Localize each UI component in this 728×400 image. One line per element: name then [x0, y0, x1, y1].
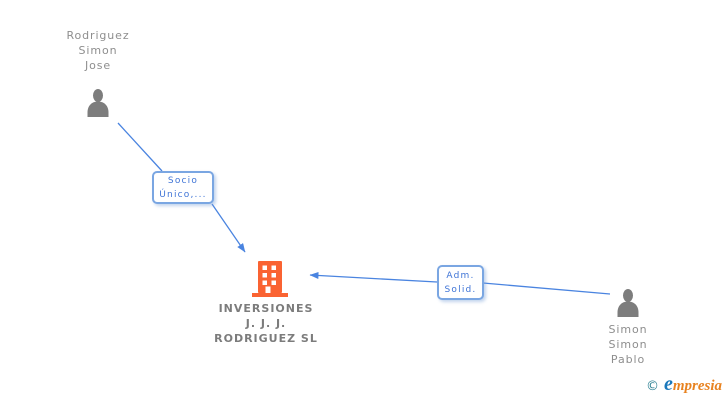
person-name: Rodriguez Simon Jose	[66, 28, 129, 73]
relation-label-line: Adm.	[446, 271, 475, 281]
person-icon	[87, 89, 109, 117]
copyright-icon: ©	[645, 379, 659, 394]
building-icon[interactable]	[251, 260, 289, 298]
person-name-line: Simon	[608, 338, 648, 351]
empresia-logo[interactable]: © e mpresia	[646, 373, 722, 396]
company-name-line: RODRIGUEZ SL	[214, 332, 318, 345]
connector-socio-label-to-company	[211, 203, 246, 253]
relation-label-socio-unico[interactable]: Socio Único,...	[152, 171, 214, 204]
company-node-inversiones-jjj-rodriguez[interactable]: INVERSIONES J. J. J. RODRIGUEZ SL	[201, 301, 331, 346]
connector-person1-to-socio-label	[117, 122, 163, 172]
person-name-line: Rodriguez	[66, 29, 130, 42]
logo-brand-initial: e	[663, 373, 673, 395]
relation-label-adm-solid[interactable]: Adm. Solid.	[437, 265, 484, 300]
connector-person2-to-adm-label	[482, 282, 611, 295]
person-node-rodriguez-simon-jose[interactable]: Rodriguez Simon Jose	[40, 28, 156, 117]
person-name: Simon Simon Pablo	[609, 322, 648, 367]
company-name-line: J. J. J.	[245, 317, 287, 330]
company-name-line: INVERSIONES	[218, 302, 314, 315]
person-icon	[617, 289, 639, 317]
person-name-line: Jose	[84, 59, 112, 72]
connector-adm-label-to-company	[309, 271, 438, 283]
person-node-simon-simon-pablo[interactable]: Simon Simon Pablo	[570, 289, 686, 367]
person-name-line: Simon	[608, 323, 648, 336]
relation-label-line: Único,...	[159, 190, 207, 200]
logo-brand-text: mpresia	[672, 378, 722, 394]
person-name-line: Simon	[78, 44, 118, 57]
relation-label-line: Solid.	[444, 285, 477, 295]
relation-label-line: Socio	[167, 176, 199, 186]
person-name-line: Pablo	[610, 353, 646, 366]
